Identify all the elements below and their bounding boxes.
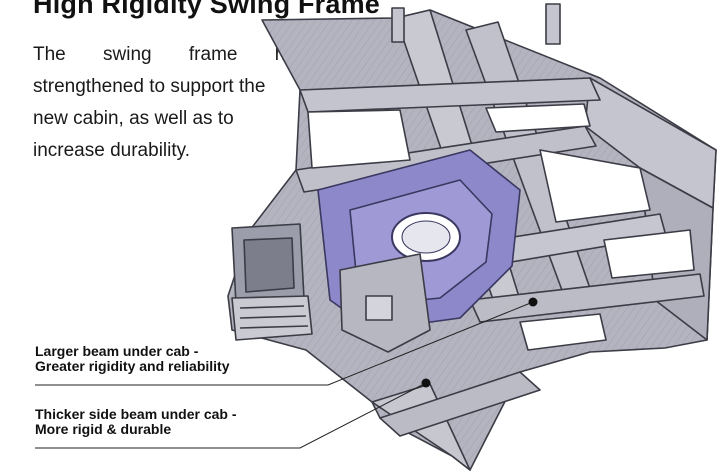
- callout-side-beam: Thicker side beam under cab - More rigid…: [35, 407, 237, 437]
- page-title: High Rigidity Swing Frame: [33, 0, 381, 19]
- description-line-3: new cabin, as well as to: [33, 108, 234, 129]
- callout-2-line-2: More rigid & durable: [35, 421, 172, 437]
- callout-larger-beam: Larger beam under cab - Greater rigidity…: [35, 344, 230, 374]
- description-word: The: [33, 44, 66, 65]
- callout-1-line-2: Greater rigidity and reliability: [35, 358, 230, 374]
- description-word: swing: [103, 44, 152, 65]
- description-line-4: increase durability.: [33, 140, 191, 161]
- description-word: frame: [188, 44, 238, 65]
- leader-marker-2: [421, 378, 431, 388]
- callout-2-line-1: Thicker side beam under cab -: [35, 406, 237, 422]
- description-line-2: strengthened to support the: [33, 76, 266, 97]
- description-text: Theswingframehasbeen strengthened to sup…: [33, 39, 385, 167]
- leader-line-1: [35, 301, 534, 386]
- leader-marker-1: [528, 297, 538, 307]
- callout-1-line-1: Larger beam under cab -: [35, 343, 199, 359]
- frame-body: [227, 3, 717, 471]
- callout-leaders: [35, 297, 538, 449]
- leader-line-2: [35, 382, 427, 449]
